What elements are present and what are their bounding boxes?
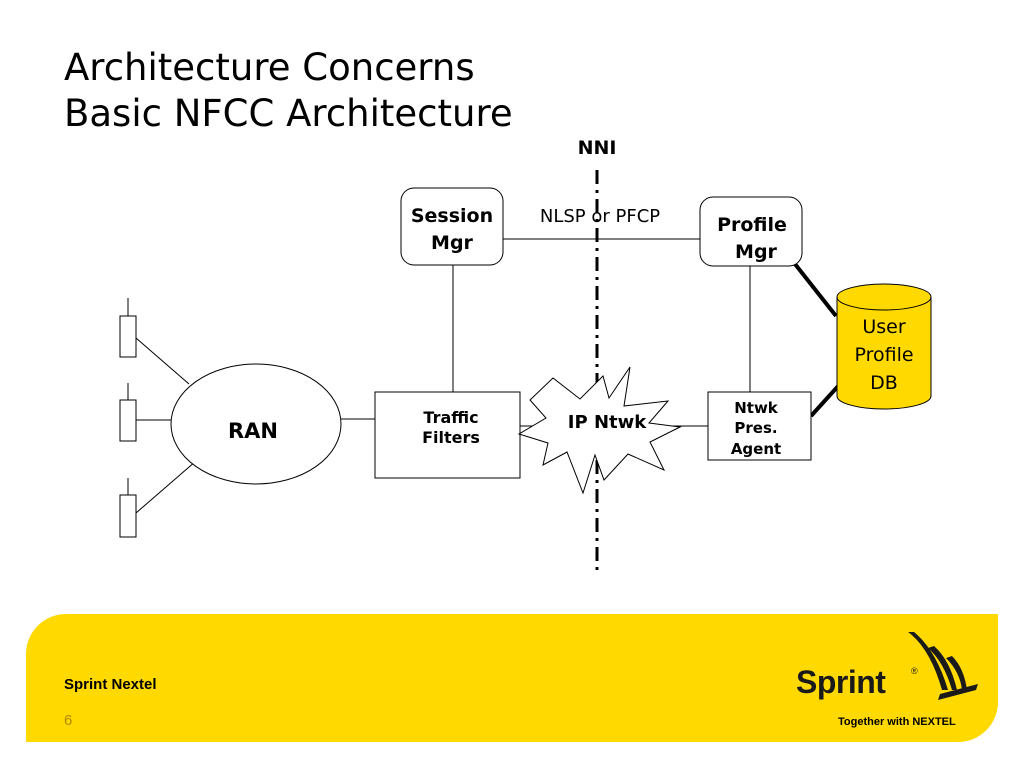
ran-label: RAN: [228, 419, 278, 443]
presence-agent-label-2: Pres.: [734, 419, 777, 437]
registered-mark: ®: [911, 666, 918, 676]
db-label-1: User: [862, 316, 905, 338]
ran-ellipse: [170, 363, 342, 485]
traffic-filters-label-1: Traffic: [423, 408, 478, 427]
profile-mgr-box: [699, 196, 803, 267]
mobile-device-1: [119, 315, 137, 358]
footer-bar: Sprint Nextel 6 Sprint ® Together with N…: [26, 614, 998, 742]
db-label-3: DB: [870, 372, 898, 394]
mobile-devices: [119, 298, 197, 538]
session-mgr-label-1: Session: [411, 205, 493, 227]
presence-agent-label-3: Agent: [731, 440, 781, 458]
page-number: 6: [64, 712, 73, 729]
nni-label: NNI: [578, 137, 617, 159]
sprint-wings-icon: [908, 632, 978, 700]
db-label-2: Profile: [854, 344, 913, 366]
session-mgr-box: [400, 187, 504, 266]
mobile-device-3: [119, 494, 137, 538]
company-name: Sprint Nextel: [64, 676, 157, 693]
session-mgr-label-2: Mgr: [431, 232, 474, 254]
tagline: Together with NEXTEL: [838, 716, 956, 728]
traffic-filters-box: [374, 391, 521, 479]
presence-agent-box: [707, 391, 812, 461]
profile-db-link: [793, 262, 838, 318]
ip-network-label: IP Ntwk: [568, 412, 647, 433]
profile-mgr-label-2: Mgr: [735, 241, 778, 263]
sprint-logo-text: Sprint: [796, 664, 886, 700]
presence-agent-label-1: Ntwk: [734, 399, 779, 417]
mobile-device-2: [119, 399, 137, 442]
ip-network-starburst: [517, 366, 682, 495]
profile-mgr-label-1: Profile: [717, 214, 787, 236]
protocol-label: NLSP or PFCP: [540, 206, 660, 227]
slide-subtitle: Basic NFCC Architecture: [64, 92, 513, 135]
agent-db-link: [809, 382, 842, 418]
slide-title: Architecture Concerns: [64, 46, 475, 89]
traffic-filters-label-2: Filters: [422, 428, 480, 447]
user-profile-db: [836, 283, 932, 410]
architecture-diagram: NNI NLSP or PFCP Session Mgr Profile Mgr…: [119, 137, 932, 572]
